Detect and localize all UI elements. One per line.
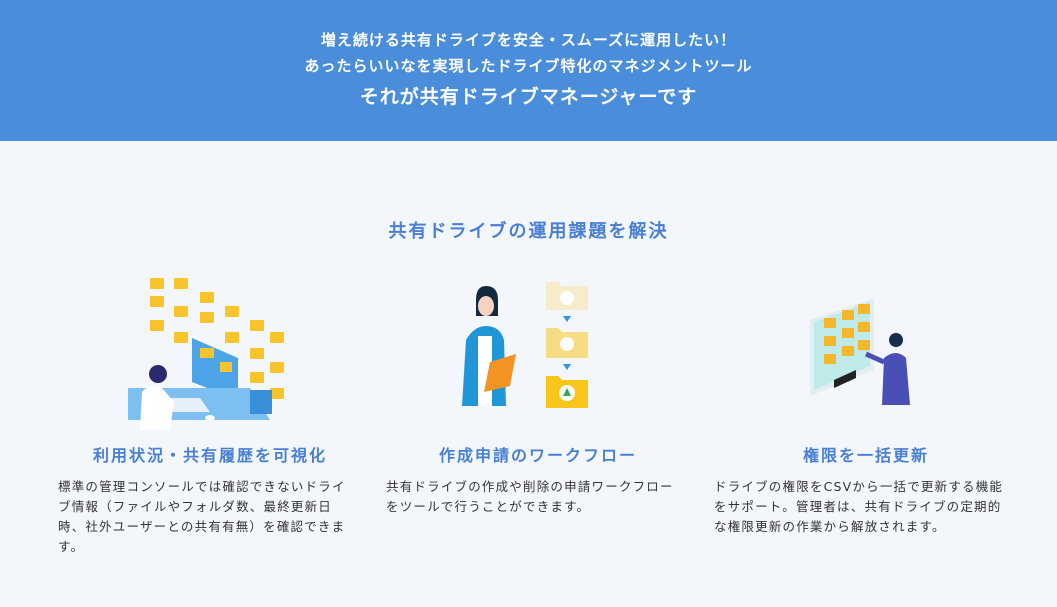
feature-card-permissions: 権限を一括更新 ドライブの権限をCSVから一括で更新する機能をサポート。管理者は… [706,270,1026,534]
feature-description: 共有ドライブの作成や削除の申請ワークフローをツールで行うことができます。 [386,479,674,514]
hero-line-2: あったらいいなを実現したドライブ特化のマネジメントツール [304,57,753,75]
feature-description: 標準の管理コンソールでは確認できないドライブ情報（ファイルやフォルダ数、最終更新… [58,479,346,554]
hero-line-1: 増え続ける共有ドライブを安全・スムーズに運用したい！ [320,31,737,49]
feature-title: 権限を一括更新 [802,446,929,465]
person-at-computer-with-folders-illustration [50,270,370,430]
workflow-approval-folders-illustration [378,270,698,430]
feature-card-visibility: 利用状況・共有履歴を可視化 標準の管理コンソールでは確認できないドライブ情報（フ… [50,270,370,554]
hero-headline: それが共有ドライブマネージャーです [359,86,698,108]
hero-banner: 増え続ける共有ドライブを安全・スムーズに運用したい！ あったらいいなを実現したド… [0,0,1057,141]
section-title: 共有ドライブの運用課題を解決 [388,221,669,242]
bulk-permission-update-illustration [706,270,1026,430]
feature-title: 利用状況・共有履歴を可視化 [92,446,327,465]
feature-description: ドライブの権限をCSVから一括で更新する機能をサポート。管理者は、共有ドライブの… [714,479,1004,534]
feature-title: 作成申請のワークフロー [438,446,637,465]
feature-card-workflow: 作成申請のワークフロー 共有ドライブの作成や削除の申請ワークフローをツールで行う… [378,270,698,514]
